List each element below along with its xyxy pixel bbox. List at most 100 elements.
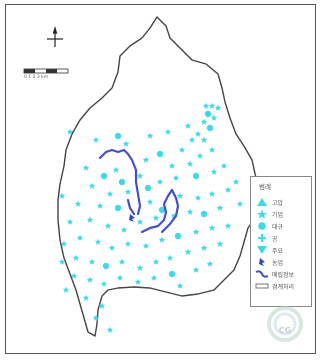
- map-point-star: [120, 226, 128, 233]
- map-point-star: [220, 162, 228, 169]
- map-point-star: [96, 202, 104, 209]
- legend-item-label: 기업: [272, 211, 284, 219]
- map-point-star: [152, 214, 160, 221]
- map-point-star: [164, 128, 172, 135]
- map-point-star: [206, 260, 214, 267]
- legend-item: 농업: [255, 256, 308, 268]
- map-point-circle: [200, 210, 208, 218]
- legend-item: 고압: [255, 196, 308, 208]
- map-point-star: [106, 190, 114, 197]
- map-point-star: [58, 192, 66, 199]
- map-point-star: [94, 238, 102, 245]
- map-point-star: [66, 128, 74, 135]
- district-boundary: [57, 16, 261, 337]
- boundary-icon: [255, 283, 269, 289]
- map-point-star: [92, 314, 100, 321]
- map-point-star: [168, 162, 176, 169]
- map-point-star: [136, 218, 144, 225]
- legend-item-label: 매립정보: [272, 271, 295, 279]
- map-point-star: [74, 200, 82, 207]
- map-point-circle: [158, 206, 166, 214]
- triangle-icon: [257, 198, 267, 206]
- linear-feature: [126, 198, 136, 216]
- map-point-star: [236, 200, 244, 207]
- map-point-star: [184, 248, 192, 255]
- map-point-pin: [129, 214, 135, 222]
- linear-features: [98, 148, 180, 234]
- legend-item-label: 경계처리: [272, 283, 295, 291]
- map-point-star: [214, 104, 222, 111]
- map-point-star: [156, 178, 164, 185]
- map-point-star: [60, 240, 68, 247]
- map-point-star: [98, 302, 106, 309]
- watermark-logo: CG: [254, 302, 316, 358]
- map-point-star: [92, 136, 100, 143]
- map-point-star: [192, 228, 200, 235]
- down-triangle-icon: [257, 246, 267, 254]
- map-point-star: [66, 218, 74, 225]
- linear-feature: [140, 188, 180, 234]
- map-point-star: [76, 234, 84, 241]
- star-icon: [257, 209, 267, 219]
- map-point-star: [202, 102, 210, 109]
- map-point-star: [200, 118, 208, 125]
- map-point-star: [150, 274, 158, 281]
- map-point-circle: [114, 204, 122, 212]
- legend-item-label: 고압: [272, 199, 284, 207]
- map-point-star: [178, 146, 186, 153]
- map-point-circle: [204, 110, 212, 118]
- map-point-star: [216, 204, 224, 211]
- map-point-star: [208, 146, 216, 153]
- map-point-star: [146, 132, 154, 139]
- legend-item: 매립정보: [255, 268, 308, 280]
- map-point-circle: [192, 172, 200, 180]
- map-point-star: [104, 222, 112, 229]
- cross-icon: [258, 234, 266, 242]
- map-point-star: [146, 198, 154, 205]
- map-point-circle: [100, 172, 108, 180]
- line-icon: [255, 270, 269, 278]
- legend-item: 공: [255, 232, 308, 244]
- legend-item-label: 공: [272, 235, 278, 243]
- legend-item-label: 대규: [272, 223, 284, 231]
- map-point-star: [112, 166, 120, 173]
- watermark-text: CG: [278, 326, 292, 335]
- map-point-star: [232, 178, 240, 185]
- north-arrow-icon: [47, 25, 63, 47]
- pin-icon: [259, 258, 265, 266]
- legend-title: 범례: [259, 183, 271, 191]
- map-point-star: [194, 194, 202, 201]
- map-point-circle: [174, 232, 182, 240]
- map-point-star: [118, 258, 126, 265]
- map-point-star: [184, 122, 192, 129]
- map-point-star: [172, 174, 180, 181]
- watermark-icon: [267, 306, 303, 342]
- map-point-star: [82, 294, 90, 301]
- circle-icon: [258, 222, 266, 230]
- map-point-star: [108, 244, 116, 251]
- map-point-circle: [118, 178, 126, 186]
- map-point-star: [194, 130, 202, 137]
- map-point-star: [176, 282, 184, 289]
- legend-item: 경계처리: [255, 280, 308, 292]
- map-point-star: [166, 254, 174, 261]
- legend-item-label: 주요: [272, 247, 284, 255]
- map-point-star: [200, 244, 208, 251]
- map-point-star: [208, 190, 216, 197]
- map-point-star: [152, 258, 160, 265]
- map-point-star: [224, 186, 232, 193]
- map-point-star: [72, 254, 80, 261]
- map-point-star: [210, 114, 218, 121]
- map-point-circle: [206, 124, 214, 132]
- map-point-star: [192, 266, 200, 273]
- map-point-star: [82, 164, 90, 171]
- map-point-star: [88, 258, 96, 265]
- scale-bar: [23, 68, 69, 74]
- map-point-star: [106, 326, 114, 333]
- legend-item-label: 농업: [272, 259, 284, 267]
- map-point-star: [200, 136, 208, 143]
- map-point-star: [224, 222, 232, 229]
- map-point-star: [136, 264, 144, 271]
- legend-item: 주요: [255, 244, 308, 256]
